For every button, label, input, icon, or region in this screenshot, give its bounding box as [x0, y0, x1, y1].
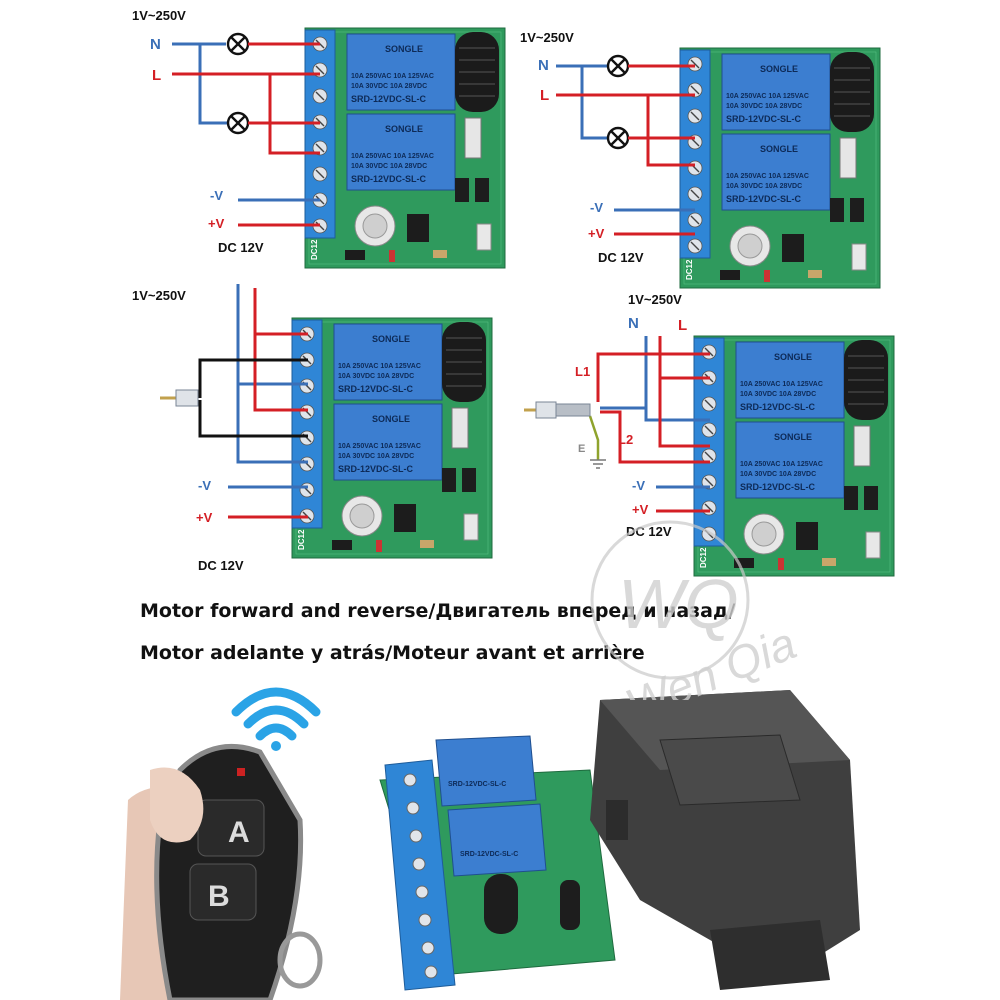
button-b-label: B [208, 880, 230, 913]
pos-voltage-label: +V [208, 216, 225, 231]
dc-label: DC 12V [218, 240, 264, 255]
neutral-label: N [538, 57, 549, 74]
hand-with-remote: A B [120, 743, 323, 1000]
dc-label: DC 12V [198, 558, 244, 573]
voltage-label: 1V~250V [132, 288, 186, 303]
dc-label: DC 12V [598, 250, 644, 265]
svg-text:SRD-12VDC-SL-C: SRD-12VDC-SL-C [448, 781, 506, 788]
neutral-label: N [628, 315, 639, 332]
pos-voltage-label: +V [196, 510, 213, 525]
relay-module-3 [291, 317, 493, 559]
live-label: L [540, 87, 549, 104]
diagram-3: 1V~250V -V +V DC 12V [132, 284, 493, 573]
neg-voltage-label: -V [632, 478, 645, 493]
wifi-icon [231, 687, 321, 751]
dc-label: DC 12V [626, 524, 672, 539]
neg-voltage-label: -V [198, 478, 211, 493]
voltage-label: 1V~250V [520, 30, 574, 45]
live-label: L [152, 67, 161, 84]
voltage-label: 1V~250V [628, 292, 682, 307]
relay-module-2 [679, 47, 881, 289]
pos-voltage-label: +V [632, 502, 649, 517]
receiver-board-photo: SRD-12VDC-SL-C SRD-12VDC-SL-C [379, 735, 616, 991]
relay-module-1 [304, 27, 506, 269]
button-a-label: A [228, 816, 250, 849]
diagram-4: 1V~250V N L L1 L2 E [524, 292, 895, 577]
live-label: L [678, 317, 687, 334]
caption-line-1: Motor forward and reverse/Двигатель впер… [140, 600, 736, 622]
svg-text:SRD-12VDC-SL-C: SRD-12VDC-SL-C [460, 851, 518, 858]
enclosure-case [590, 690, 860, 990]
caption-line-2: Motor adelante y atrás/Moteur avant et a… [140, 642, 645, 664]
motor-icon [524, 401, 591, 419]
voltage-label: 1V~250V [132, 8, 186, 23]
neg-voltage-label: -V [210, 188, 223, 203]
diagram-1: 1V~250V N L -V +V DC 12V [132, 8, 506, 269]
l2-label: L2 [618, 432, 633, 447]
diagram-2: 1V~250V N L -V +V DC 12V [520, 30, 881, 289]
l1-label: L1 [575, 364, 590, 379]
motor-icon [160, 389, 199, 407]
earth-label: E [578, 443, 585, 455]
neg-voltage-label: -V [590, 200, 603, 215]
pos-voltage-label: +V [588, 226, 605, 241]
relay-module-4 [693, 335, 895, 577]
neutral-label: N [150, 36, 161, 53]
